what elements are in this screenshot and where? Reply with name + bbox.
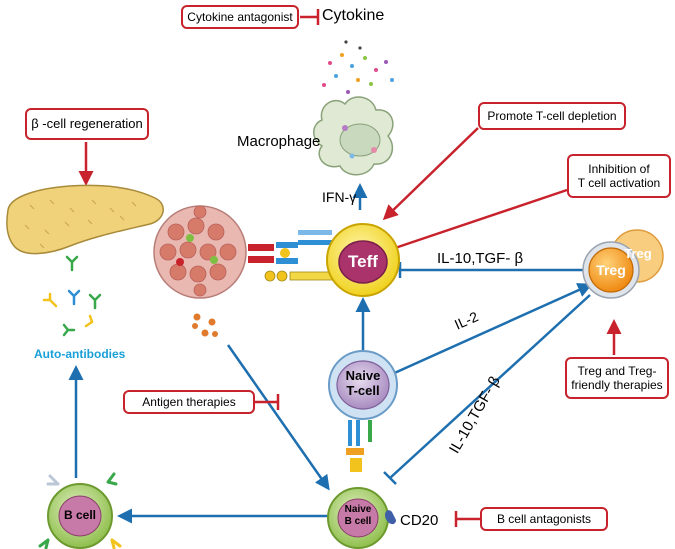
islet-tissue [153, 205, 247, 299]
cytokine-label: Cytokine [322, 7, 385, 24]
macrophage-label: Macrophage [237, 133, 321, 150]
tcr-mhc-complex [248, 230, 335, 282]
promote-tcell-depletion-label: Promote T-cell depletion [487, 109, 617, 123]
treg-therapies-box: Treg and Treg- friendly therapies [565, 357, 669, 399]
inhibition-activation-line [394, 188, 568, 250]
b-cell [38, 472, 122, 549]
cytokine-antagonist-label: Cytokine antagonist [187, 10, 293, 24]
antibody-glyphs [42, 255, 102, 337]
antigen-particles [192, 313, 218, 337]
b-cell-antagonists-box: B cell antagonists [480, 507, 608, 531]
cd20-label: CD20 [400, 512, 439, 529]
treg-cells [582, 229, 664, 299]
auto-antibodies-label: Auto-antibodies [34, 347, 126, 361]
beta-cell-regeneration-box: β -cell regeneration [25, 108, 149, 140]
inhibition-tcell-activation-box: Inhibition of T cell activation [567, 154, 671, 198]
tcr-bcr-complex [346, 420, 372, 472]
macrophage-cell [313, 96, 394, 176]
cytokine-particles [322, 40, 394, 94]
cytokine-antagonist-box: Cytokine antagonist [181, 5, 299, 29]
treg-inhibits-naive-b-line [389, 294, 591, 479]
regulatory-inhibition-lines [383, 262, 591, 485]
naive-bcell [327, 487, 396, 549]
depletion-arrow [382, 127, 479, 221]
activation-arrows [68, 183, 593, 524]
naive-tcell [328, 350, 398, 420]
ifn-gamma-label: IFN-γ [322, 189, 357, 205]
treg-therapies-label: Treg and Treg- friendly therapies [571, 364, 663, 392]
teff-cell [326, 223, 400, 297]
antigen-to-naive-b-arrow [226, 344, 330, 491]
promote-tcell-depletion-box: Promote T-cell depletion [478, 102, 626, 130]
il10-tgf-top-label: IL-10,TGF- β [437, 250, 524, 267]
pancreas [6, 184, 164, 255]
b-cell-antagonists-label: B cell antagonists [496, 512, 592, 526]
beta-cell-regeneration-label: β -cell regeneration [31, 116, 143, 131]
inhibition-tcell-activation-label: Inhibition of T cell activation [577, 162, 661, 190]
antigen-therapies-label: Antigen therapies [142, 395, 236, 409]
naive-t-to-treg-arrow [389, 283, 593, 377]
antigen-therapies-box: Antigen therapies [123, 390, 255, 414]
treg-inhibits-naive-b-bar [383, 471, 397, 485]
